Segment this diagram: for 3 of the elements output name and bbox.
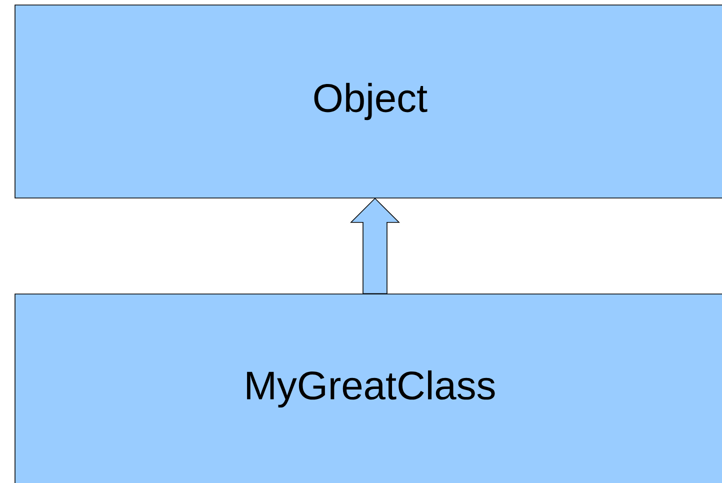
block-arrow [350,198,400,294]
class-box: Object [14,4,722,198]
class-box: MyGreatClass [14,294,722,483]
